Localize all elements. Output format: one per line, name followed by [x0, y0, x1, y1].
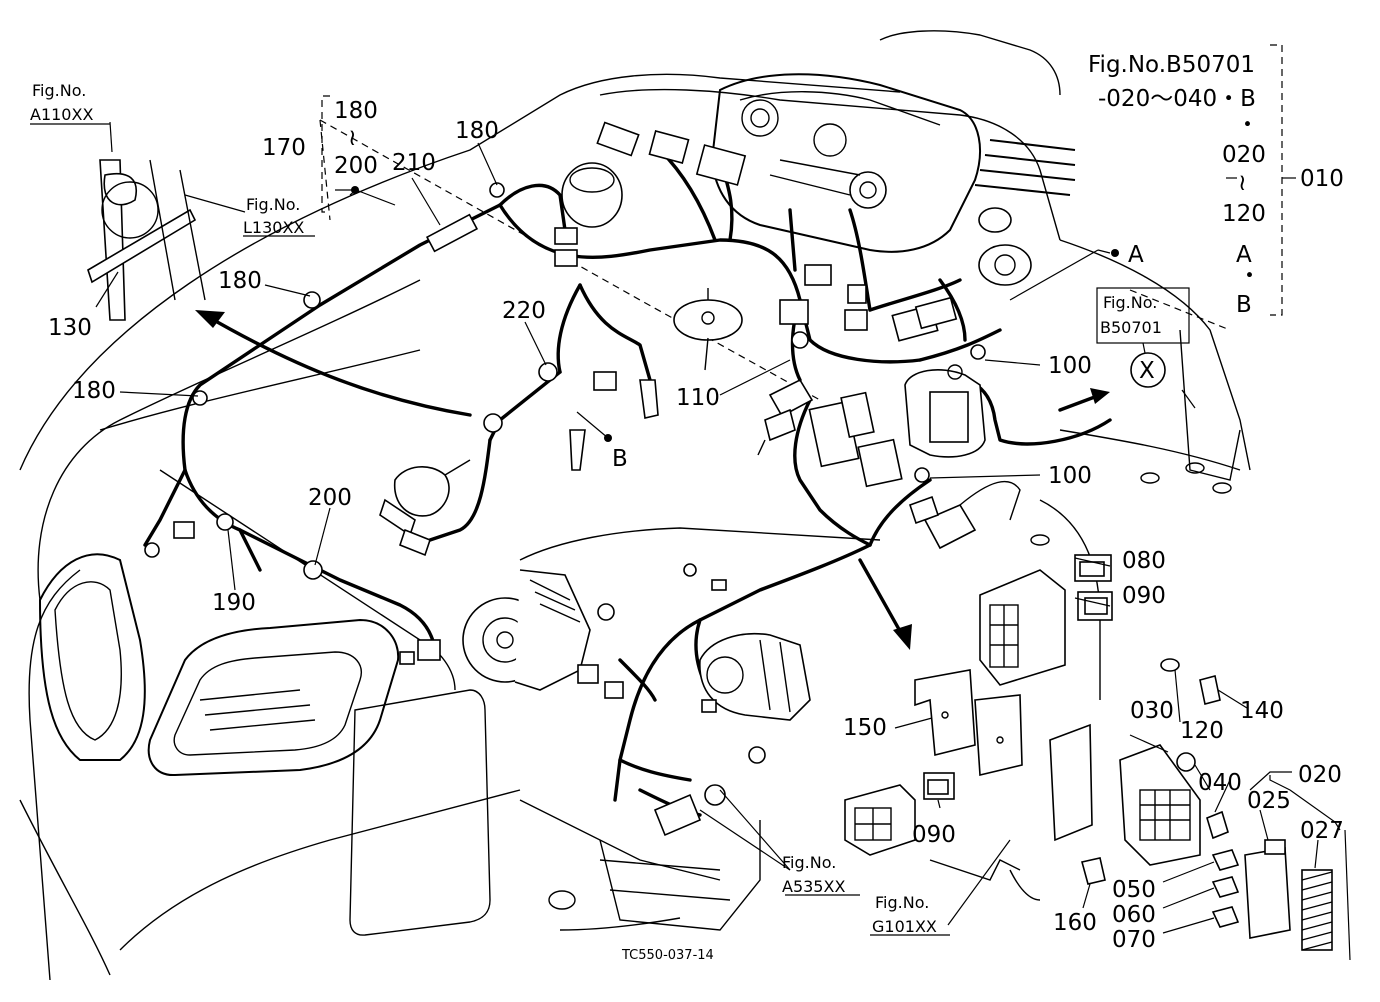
callout-040: 040 — [1198, 770, 1242, 796]
note-line1: Fig.No.B50701 — [1088, 52, 1255, 78]
callout-180-c: 180 — [455, 118, 499, 144]
callout-090-b: 090 — [912, 822, 956, 848]
note-line4: 120 — [1222, 201, 1266, 227]
callout-050: 050 — [1112, 877, 1156, 903]
group-170-bottom: 200 — [334, 153, 378, 179]
group-170-label: 170 — [262, 135, 306, 161]
harness-components — [87, 121, 1333, 951]
instrument-panel — [710, 73, 981, 253]
callout-220: 220 — [502, 298, 546, 324]
callout-100-b: 100 — [1048, 463, 1092, 489]
drawing-code: TC550-037-14 — [621, 948, 714, 963]
callout-110: 110 — [676, 385, 720, 411]
note-line5: A — [1236, 242, 1252, 268]
callout-200: 200 — [308, 485, 352, 511]
figure-ref-frames — [30, 123, 1190, 936]
note-line2: -020～040・B — [1098, 86, 1256, 112]
callout-070: 070 — [1112, 927, 1156, 953]
callout-120: 120 — [1180, 718, 1224, 744]
fig-a535-title: Fig.No. — [782, 853, 836, 872]
callout-020: 020 — [1298, 762, 1342, 788]
callout-210: 210 — [392, 150, 436, 176]
callout-090-a: 090 — [1122, 583, 1166, 609]
group-170-top: 180 — [334, 98, 378, 124]
tractor-body-outline — [19, 30, 1251, 981]
fig-a110-title: Fig.No. — [32, 81, 86, 100]
callout-180-b: 180 — [72, 378, 116, 404]
fig-g101-title: Fig.No. — [875, 893, 929, 912]
callout-030: 030 — [1130, 698, 1174, 724]
callout-190: 190 — [212, 590, 256, 616]
note-line6: B — [1236, 292, 1252, 318]
marker-b: B — [612, 446, 628, 472]
callout-025: 025 — [1247, 788, 1291, 814]
assembly-010: 010 — [1300, 166, 1344, 192]
group-170-tilde: ≀ — [348, 125, 357, 151]
fig-g101-code: G101XX — [872, 917, 937, 936]
callout-100-a: 100 — [1048, 353, 1092, 379]
callout-080: 080 — [1122, 548, 1166, 574]
fig-l130-title: Fig.No. — [246, 195, 300, 214]
note-tilde: ≀ — [1238, 170, 1247, 196]
marker-x: X — [1139, 358, 1155, 384]
harness-clamps — [192, 182, 986, 580]
callout-060: 060 — [1112, 902, 1156, 928]
callout-027: 027 — [1300, 818, 1344, 844]
marker-a: A — [1128, 242, 1144, 268]
callout-130: 130 — [48, 315, 92, 341]
fig-a535-code: A535XX — [782, 877, 845, 896]
fig-b50701-box-title: Fig.No. — [1103, 293, 1157, 312]
marker-a-dot — [1111, 249, 1119, 257]
marker-b-dot — [604, 434, 612, 442]
callout-150: 150 — [843, 715, 887, 741]
fig-b50701-box-code: B50701 — [1100, 318, 1162, 337]
fig-l130-code: L130XX — [243, 218, 304, 237]
note-dot1: ・ — [1236, 112, 1259, 138]
group-170-dot — [351, 186, 359, 194]
fig-a110-code: A110XX — [30, 105, 93, 124]
callout-180-a: 180 — [218, 268, 262, 294]
group-brackets — [321, 44, 1296, 791]
callout-140: 140 — [1240, 698, 1284, 724]
note-dot2: ・ — [1238, 263, 1261, 289]
note-line3: 020 — [1222, 142, 1266, 168]
callout-160: 160 — [1053, 910, 1097, 936]
